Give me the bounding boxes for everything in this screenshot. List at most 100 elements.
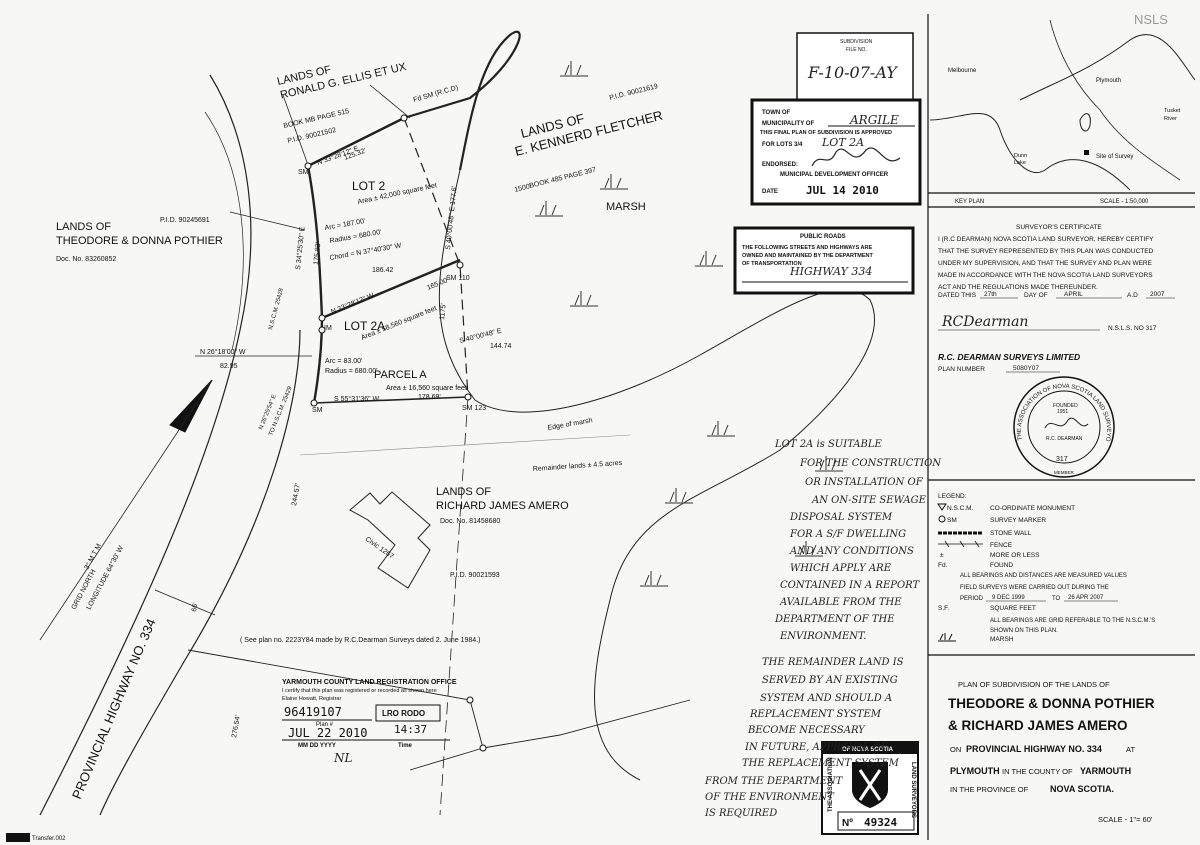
- distance-276: 276.54': [231, 715, 242, 739]
- note-line-13: THE REMAINDER LAND IS: [762, 657, 904, 668]
- svg-text:RICHARD JAMES AMERO: RICHARD JAMES AMERO: [436, 500, 569, 512]
- assoc-left: THE ASSOCIATION: [828, 757, 834, 812]
- title-line4: PROVINCIAL HIGHWAY NO. 334: [966, 744, 1102, 754]
- distance-6: 82.95: [220, 363, 238, 370]
- surveyors-certificate: SURVEYOR'S CERTIFICATE I (R.C DEARMAN) N…: [938, 224, 1175, 373]
- amero-doc: Doc. No. 81458680: [440, 518, 500, 525]
- pothier-label-2: THEODORE & DONNA POTHIER: [56, 235, 223, 247]
- certificate-month: APRIL: [1064, 291, 1083, 298]
- nscm-1: N.S.C.M. 25428: [268, 287, 285, 330]
- amero-label-2: RICHARD JAMES AMERO: [436, 500, 569, 512]
- registry-plan-label: Plan #: [316, 722, 334, 728]
- roads-text3: OF TRANSPORTATION: [742, 261, 802, 267]
- subdivision-line2: FILE NO.: [846, 47, 867, 53]
- registry-stamp: YARMOUTH COUNTY LAND REGISTRATION OFFICE…: [282, 679, 457, 765]
- legend-period-label: PERIOD: [960, 596, 984, 602]
- east-boundary-dashed: [403, 117, 469, 398]
- approval-date-label: DATE: [762, 189, 778, 195]
- corner-mark: NSLS: [1134, 12, 1168, 27]
- registry-date-label: MM DD YYYY: [298, 743, 336, 749]
- approval-officer: MUNICIPAL DEVELOPMENT OFFICER: [780, 172, 889, 178]
- certificate-nsls: N.S.L.S. NO 317: [1108, 325, 1157, 332]
- handwritten-note: LOT 2A is SUITABLE FOR THE CONSTRUCTION …: [704, 439, 942, 819]
- marker-fd-sm: [400, 114, 408, 122]
- svg-text:LANDS OFRONALD G. ELLIS ET UX: LANDS OFRONALD G. ELLIS ET UX: [276, 47, 408, 101]
- chord1: Chord = N 37°40'30" W: [329, 241, 402, 262]
- legend-text-3: STONE WALL: [990, 530, 1032, 537]
- legend-triangle-icon: [937, 503, 947, 511]
- marker-sm-south2: [466, 696, 474, 704]
- svg-text:THEODORE & DONNA POTHIER: THEODORE & DONNA POTHIER: [56, 235, 223, 247]
- legend-fence-icon: [938, 540, 983, 548]
- title-line3: & RICHARD JAMES AMERO: [948, 718, 1128, 733]
- note-line-16: REPLACEMENT SYSTEM: [749, 709, 882, 720]
- assoc-number-label: Nº: [842, 818, 853, 829]
- ellis-boundary-west: [282, 94, 309, 166]
- certificate-line-3: UNDER MY SUPERVISION, AND THAT THE SURVE…: [938, 260, 1153, 267]
- seal-year: 1951: [1057, 409, 1068, 415]
- bearing-2: N 33°28'12" W: [330, 291, 376, 316]
- subdivision-line1: SUBDIVISION: [840, 39, 873, 45]
- rad2: Radius = 680.00': [325, 368, 378, 375]
- pothier-pid: P.I.D. 90245691: [160, 217, 210, 224]
- registry-line1: YARMOUTH COUNTY LAND REGISTRATION OFFICE: [282, 679, 457, 686]
- note-line-9: CONTAINED IN A REPORT: [780, 580, 921, 591]
- legend-text-1: CO-ORDINATE MONUMENT: [990, 505, 1075, 512]
- lot2-label: LOT 2: [352, 179, 385, 193]
- note-line-5: DISPOSAL SYSTEM: [789, 512, 893, 523]
- parcel-a-south-line: [313, 396, 469, 404]
- sm-parcel-a: SM: [312, 407, 323, 414]
- highway-edge-west: [39, 74, 252, 816]
- title-line5c: YARMOUTH: [1080, 766, 1131, 776]
- seal-name: R.C. DEARMAN: [1046, 436, 1083, 442]
- legend-text-2: SURVEY MARKER: [990, 517, 1046, 524]
- lro-box: [375, 704, 441, 722]
- svg-text:LANDS OF: LANDS OF: [436, 486, 491, 498]
- site-of-survey-marker: [1084, 150, 1089, 155]
- marker-sm-south: [479, 744, 487, 752]
- certificate-title: SURVEYOR'S CERTIFICATE: [1016, 224, 1102, 231]
- title-line1: PLAN OF SUBDIVISION OF THE LANDS OF: [958, 680, 1110, 689]
- approval-stamp: TOWN OF MUNICIPALITY OF ARGILE THIS FINA…: [750, 98, 922, 206]
- marsh-symbols: [535, 61, 843, 587]
- im-label: IM: [324, 325, 332, 332]
- fletcher-pid: P.I.D. 90021619: [609, 83, 659, 102]
- note-line-22: IS REQUIRED: [704, 808, 777, 819]
- title-line4-at: AT: [1126, 745, 1135, 754]
- amero-label-1: LANDS OF: [436, 486, 491, 498]
- approval-signature: [811, 147, 901, 167]
- fletcher-wall: [403, 30, 521, 171]
- title-scale: SCALE - 1"= 60': [1098, 815, 1153, 824]
- note-line-14: SERVED BY AN EXISTING: [762, 675, 898, 686]
- footer-code: Transfer.002: [32, 836, 66, 842]
- note-line-4: AN ON-SITE SEWAGE: [811, 495, 927, 506]
- legend-measured: ALL BEARINGS AND DISTANCES ARE MEASURED …: [960, 573, 1127, 579]
- registry-time: 14:37: [394, 723, 427, 736]
- distance-244: 244.57': [291, 483, 302, 507]
- legend-symbol-2: SM: [947, 517, 957, 524]
- rad1: Radius = 680.00': [329, 229, 382, 245]
- note-line-10: AVAILABLE FROM THE: [779, 597, 902, 608]
- distance-3: 178.69': [418, 394, 441, 401]
- note-line-21: OF THE ENVIRONMENT: [705, 792, 835, 803]
- legend-grid-1: ALL BEARINGS ARE GRID REFERABLE TO THE N…: [990, 618, 1155, 624]
- approval-endorsed: ENDORSED:: [762, 162, 798, 168]
- fd-sm-label: Fd SM (R.C.D): [413, 84, 459, 103]
- certificate-year: 2007: [1150, 291, 1165, 298]
- leader-pothier: [229, 211, 306, 231]
- chord1-distance: 186.42: [372, 267, 394, 274]
- dimension-line-66: [154, 589, 216, 616]
- certificate-line-4: MADE IN ACCORDANCE WITH THE NOVA SCOTIA …: [938, 272, 1153, 279]
- ellis-book: BOOK MB PAGE 515: [283, 108, 350, 130]
- legend-marsh-icon: [938, 633, 956, 642]
- remainder-label: Remainder lands ± 4.5 acres: [533, 460, 623, 473]
- certificate-signature: RCDearman: [941, 314, 1028, 330]
- svg-text:LANDS OFE. KENNERD FLETCHER: LANDS OFE. KENNERD FLETCHER: [509, 92, 664, 159]
- note-line-1: LOT 2A is SUITABLE: [774, 439, 883, 450]
- assoc-right: LAND SURVEYORS: [910, 762, 916, 818]
- legend-text-4: FENCE: [990, 542, 1013, 549]
- legend-sf-symbol: S.F.: [938, 605, 949, 612]
- fletcher-book: BOOK 485 PAGE 397: [529, 167, 597, 190]
- legend-text-6: FOUND: [990, 562, 1013, 569]
